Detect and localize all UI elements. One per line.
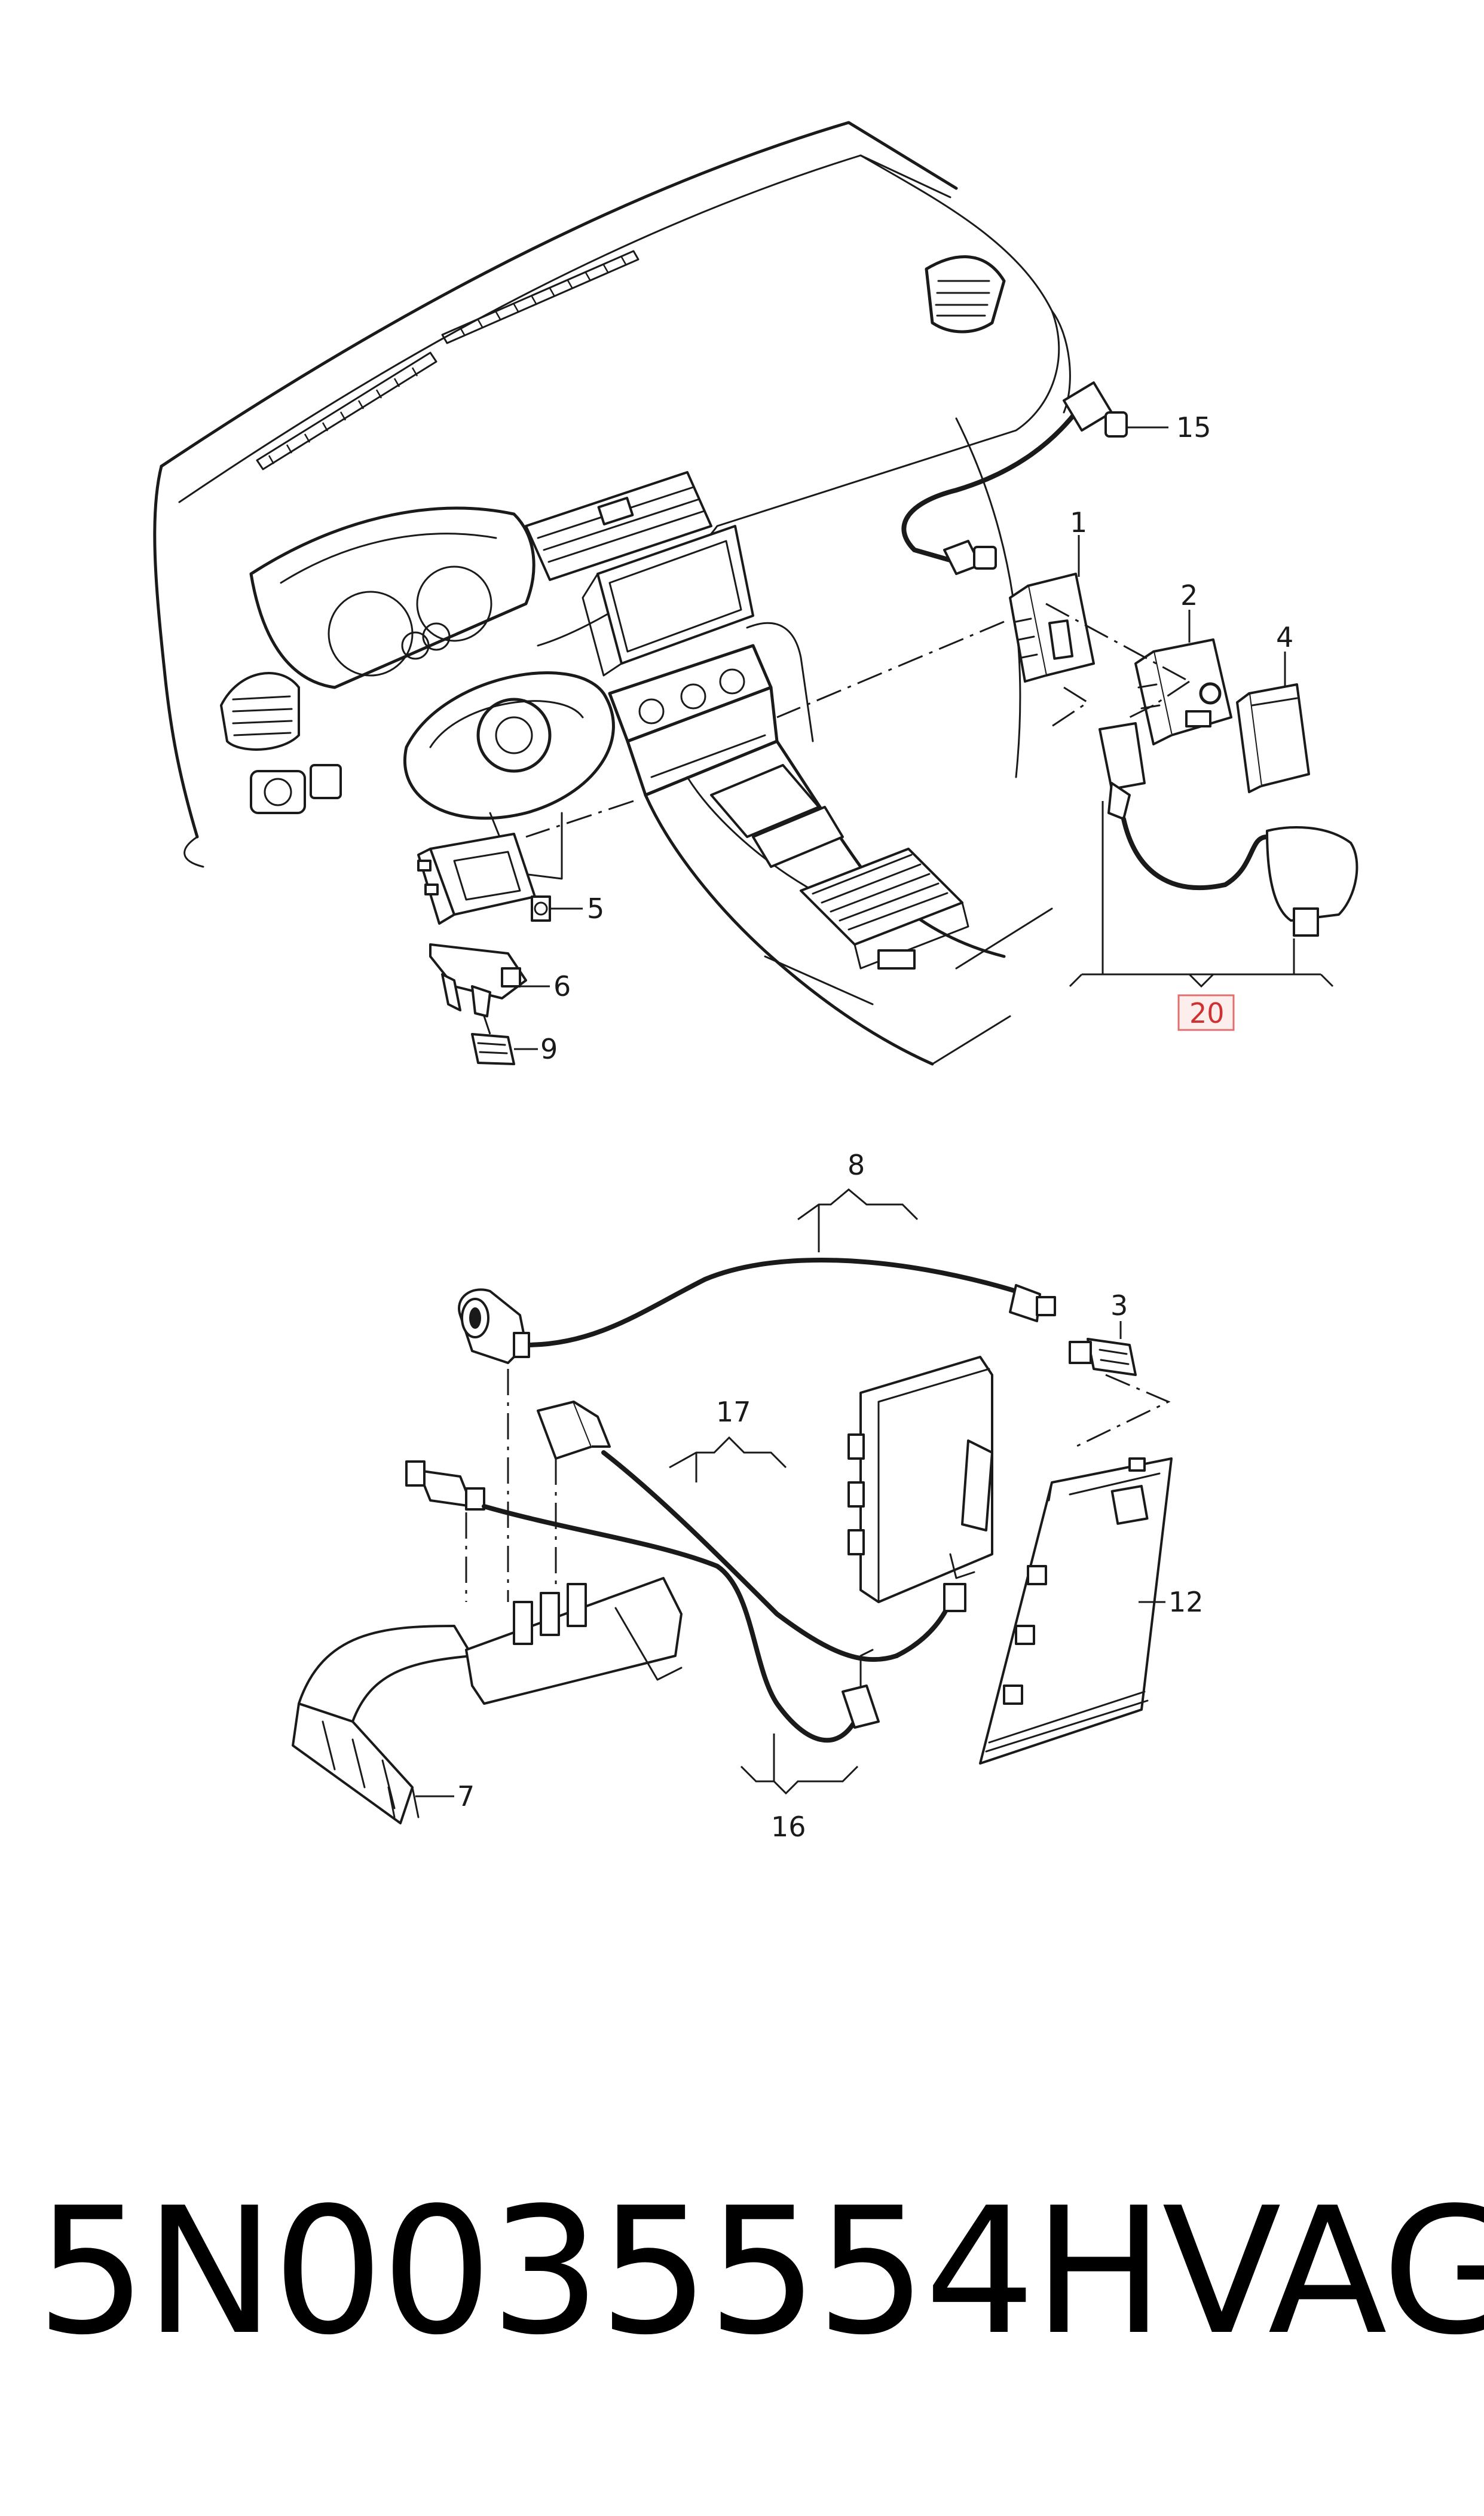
part-15-antenna-cable (901, 381, 1128, 575)
callout-6: 6 (553, 970, 571, 1002)
brand-name: VAG (1162, 2170, 1484, 2373)
highlight-box-20 (1177, 994, 1235, 1031)
callout-20: 20 (1189, 997, 1225, 1029)
part-7-cable-holder (292, 1577, 683, 1824)
callout-8: 8 (847, 1149, 865, 1181)
callout-1: 1 (1070, 506, 1087, 539)
callout-4: 4 (1276, 621, 1293, 653)
part-20-usb-cable-adapter (1099, 722, 1358, 937)
part-8-cable (458, 1258, 1056, 1364)
part-4-cover-cap (1236, 683, 1310, 793)
footer-part-label: 5N0035554H VAG (36, 2170, 1484, 2373)
part-12-circuit-board (979, 1457, 1173, 1765)
part-16-cable (405, 1460, 880, 1743)
callout-5: 5 (587, 892, 604, 925)
callout-16: 16 (771, 1811, 806, 1843)
callout-17: 17 (716, 1396, 751, 1428)
callout-3: 3 (1110, 1289, 1128, 1322)
part-17-cable (537, 1401, 966, 1662)
callout-2: 2 (1180, 579, 1198, 612)
part-6-bracket (429, 943, 527, 1017)
callout-15: 15 (1176, 411, 1211, 444)
part-2-media-socket (1134, 638, 1232, 745)
control-module-box (847, 1356, 993, 1603)
part-3-plug (1069, 1338, 1137, 1376)
part-number: 5N0035554H (36, 2170, 1164, 2373)
callout-9: 9 (540, 1033, 558, 1065)
part-9-clip (471, 1016, 515, 1065)
part-1-usb-socket (1009, 573, 1095, 683)
dashboard-drawing (153, 121, 1071, 1066)
callout-7: 7 (457, 1780, 475, 1812)
callout-12: 12 (1168, 1586, 1204, 1618)
part-5-control-unit (417, 833, 551, 925)
